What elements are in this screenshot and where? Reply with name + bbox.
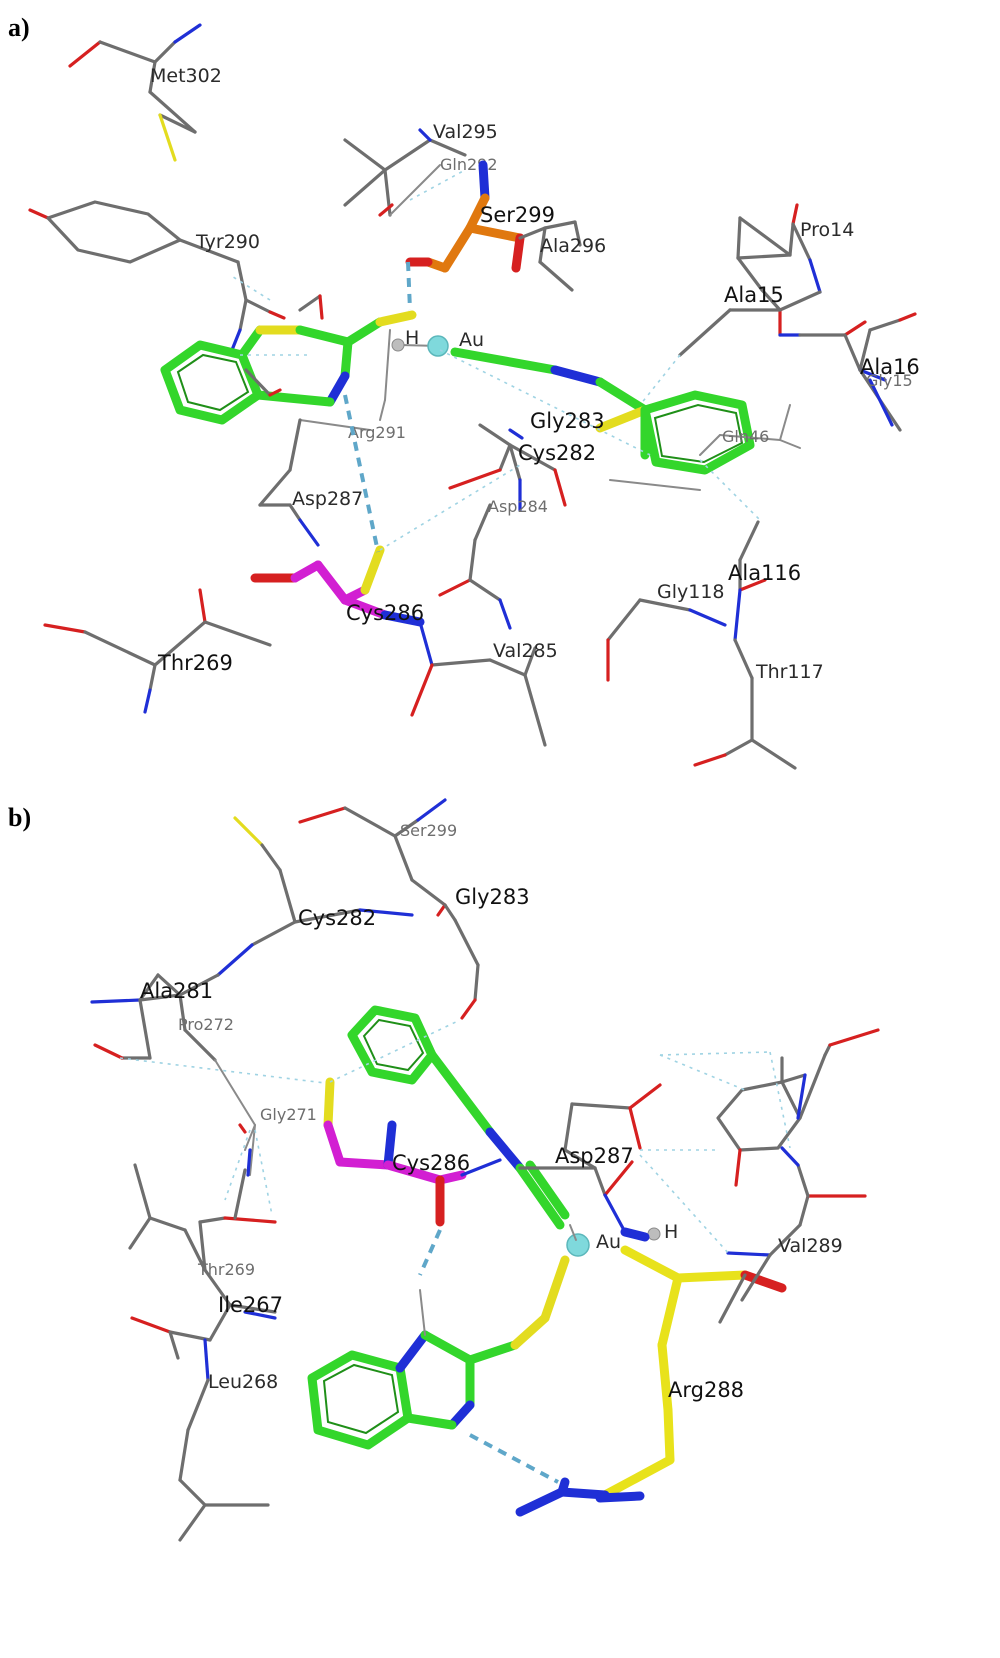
label-asp287-b: Asp287 (555, 1144, 634, 1168)
hydrogen-atom-b (647, 1227, 661, 1241)
residue-ala116-gly118-thr117 (606, 520, 797, 770)
label-arg291: Arg291 (348, 423, 406, 442)
interactions-b (119, 1019, 791, 1484)
hydrogen-atom (391, 338, 405, 352)
label-val289: Val289 (778, 1235, 843, 1257)
gold-complex-b (566, 1224, 661, 1257)
residue-asp287-b (518, 1083, 662, 1234)
residue-ser299-gly283-b (298, 798, 480, 1020)
residue-gly283-cys282 (438, 423, 567, 630)
label-ala16: Ala16 (860, 355, 920, 379)
residue-arg291 (244, 329, 391, 547)
label-ala116: Ala116 (728, 561, 801, 585)
panel-a: a) Met302 Val295 Gln292 (8, 13, 920, 770)
interactions-a (229, 169, 761, 553)
residue-cys282-ala281-b (90, 816, 414, 1177)
label-ala281: Ala281 (140, 979, 213, 1003)
label-asp284: Asp284 (488, 497, 548, 516)
panel-b-letter: b) (8, 803, 31, 832)
label-asp287: Asp287 (292, 488, 363, 510)
label-ser299-b: Ser299 (400, 821, 457, 840)
label-cys286-b: Cys286 (392, 1151, 470, 1175)
residue-cys286-a (250, 545, 425, 627)
residue-thr269-ile267-leu268 (128, 1163, 277, 1542)
gold-complex-a (391, 335, 755, 475)
label-ile267: Ile267 (218, 1293, 283, 1317)
label-arg288: Arg288 (668, 1378, 744, 1402)
residue-tyr290 (28, 200, 324, 352)
residue-val285 (410, 620, 547, 747)
label-pro272: Pro272 (178, 1015, 234, 1034)
residue-val289 (716, 1028, 880, 1324)
residue-thr269-a (43, 588, 272, 714)
residue-pro14-ala15-ala16 (678, 203, 917, 432)
label-cys282: Cys282 (518, 441, 596, 465)
label-h-b: H (664, 1221, 678, 1243)
label-ala15: Ala15 (724, 283, 784, 307)
panel-b: b) Ser299 Gly283 (8, 798, 880, 1542)
gold-atom-b (566, 1233, 590, 1257)
label-au-b: Au (596, 1231, 621, 1253)
label-pro14: Pro14 (800, 219, 854, 241)
label-h: H (405, 327, 419, 349)
residue-val295 (343, 128, 467, 217)
label-thr117: Thr117 (755, 661, 824, 683)
label-met302: Met302 (150, 65, 222, 87)
label-tyr290: Tyr290 (195, 231, 260, 253)
residue-gln46 (609, 404, 801, 491)
label-gln46: Gln46 (722, 427, 769, 446)
label-cys286: Cys286 (346, 601, 424, 625)
ligand-benzothiazole (160, 310, 417, 425)
residue-arg288 (515, 1245, 787, 1517)
residue-cys286-b (323, 1077, 502, 1227)
panel-a-letter: a) (8, 13, 30, 42)
label-gly271: Gly271 (260, 1105, 317, 1124)
label-gln292: Gln292 (440, 155, 498, 174)
label-val295: Val295 (433, 121, 498, 143)
label-gly283-b: Gly283 (455, 885, 530, 909)
label-gly283: Gly283 (530, 409, 605, 433)
residue-met302 (68, 23, 202, 162)
label-thr269-b: Thr269 (197, 1260, 255, 1279)
label-thr269: Thr269 (157, 651, 233, 675)
label-ala296: Ala296 (540, 235, 606, 257)
ligand-phenyl-alkyne-b (347, 1005, 570, 1230)
ligand-benzimidazole (307, 1255, 570, 1450)
label-ser299: Ser299 (480, 203, 555, 227)
label-cys282-b: Cys282 (298, 906, 376, 930)
gold-atom (427, 335, 449, 357)
label-leu268: Leu268 (208, 1371, 278, 1393)
residue-ser299 (405, 160, 582, 292)
label-gly118: Gly118 (657, 581, 725, 603)
label-val285: Val285 (493, 640, 558, 662)
label-au: Au (459, 329, 484, 351)
label-gly15: Gly15 (866, 371, 913, 390)
